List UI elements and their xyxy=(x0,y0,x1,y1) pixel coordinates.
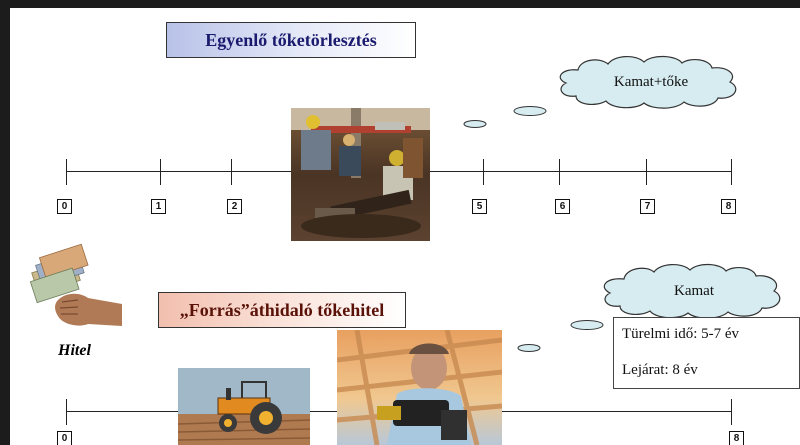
title-equal-principal: Egyenlő tőketörlesztés xyxy=(166,22,416,58)
thought-bubbles-bottom xyxy=(517,320,604,352)
loan-terms-box: Türelmi idő: 5-7 év Lejárat: 8 év xyxy=(613,317,800,389)
title-bridge-loan: „Forrás”áthidaló tőkehitel xyxy=(158,292,406,328)
cloud-interest: Kamat xyxy=(594,262,794,320)
timeline-tick xyxy=(66,159,67,185)
timeline-tick xyxy=(483,159,484,185)
cloud-interest-principal: Kamat+tőke xyxy=(548,54,754,110)
cloud-shape-icon xyxy=(603,263,781,319)
timeline-tick xyxy=(160,159,161,185)
maturity-text: Lejárat: 8 év xyxy=(622,362,698,378)
timeline-tick xyxy=(231,159,232,185)
timeline-tick xyxy=(731,159,732,185)
timeline-label: 0 xyxy=(57,199,72,214)
money-hand-photo xyxy=(22,242,124,334)
timeline-tick xyxy=(646,159,647,185)
timeline-label: 5 xyxy=(472,199,487,214)
timeline-tick xyxy=(731,399,732,425)
timeline-label: 8 xyxy=(729,431,744,445)
timeline-label: 0 xyxy=(57,431,72,445)
timeline-tick xyxy=(66,399,67,425)
cloud-text-top: Kamat+tőke xyxy=(613,73,689,90)
grace-period-text: Türelmi idő: 5-7 év xyxy=(622,326,740,342)
timeline-label: 6 xyxy=(555,199,570,214)
timeline-label: 2 xyxy=(227,199,242,214)
tractor-clipart xyxy=(178,368,310,445)
cloud-text-bottom: Kamat xyxy=(674,282,714,299)
loan-label: Hitel xyxy=(58,342,91,359)
timeline-label: 7 xyxy=(640,199,655,214)
construction-worker-drill-photo xyxy=(337,330,502,445)
thought-bubbles-top xyxy=(463,106,547,128)
oil-rig-workers-photo xyxy=(291,108,430,241)
cloud-shape-icon xyxy=(559,55,737,109)
timeline-label: 8 xyxy=(721,199,736,214)
timeline-label: 1 xyxy=(151,199,166,214)
timeline-tick xyxy=(559,159,560,185)
slide: Egyenlő tőketörlesztés Kamat+tőke 0 1 2 … xyxy=(10,8,800,445)
